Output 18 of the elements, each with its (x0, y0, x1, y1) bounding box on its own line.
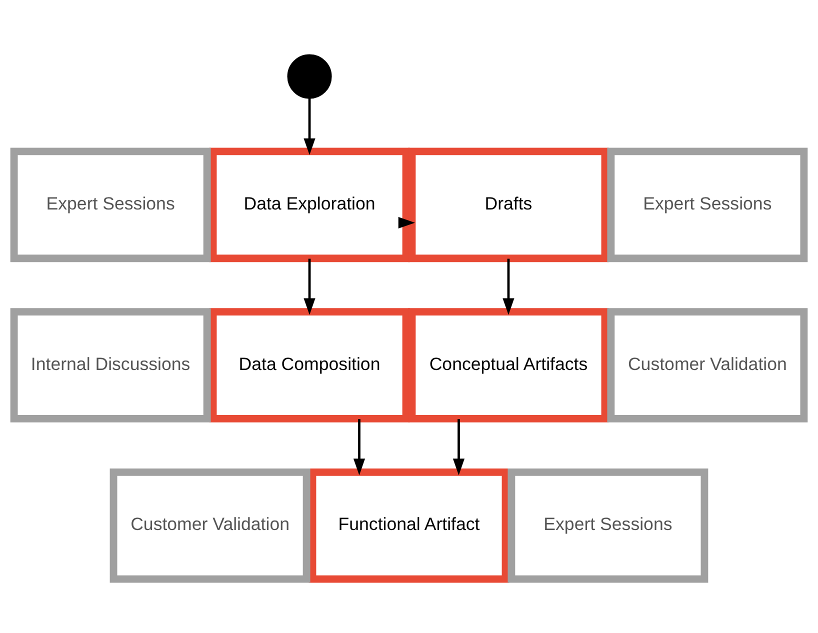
arrow (452, 418, 465, 475)
node-box: Data Composition (209, 308, 410, 422)
arrow (398, 216, 416, 228)
node-box: Conceptual Artifacts (408, 308, 609, 422)
node-box: Expert Sessions (607, 147, 808, 262)
node-box: Drafts (408, 147, 609, 262)
node-circle (287, 54, 332, 98)
node-box: Customer Validation (110, 468, 310, 582)
arrow (353, 418, 366, 475)
node-box: Internal Discussions (10, 308, 211, 422)
node-box: Functional Artifact (308, 468, 510, 582)
arrow (304, 258, 316, 314)
arrow (304, 98, 316, 154)
node-box: Expert Sessions (508, 468, 708, 582)
node-box: Customer Validation (607, 308, 808, 422)
node-box: Expert Sessions (10, 147, 211, 262)
arrow (502, 258, 514, 314)
node-box: Data Exploration (209, 147, 410, 262)
